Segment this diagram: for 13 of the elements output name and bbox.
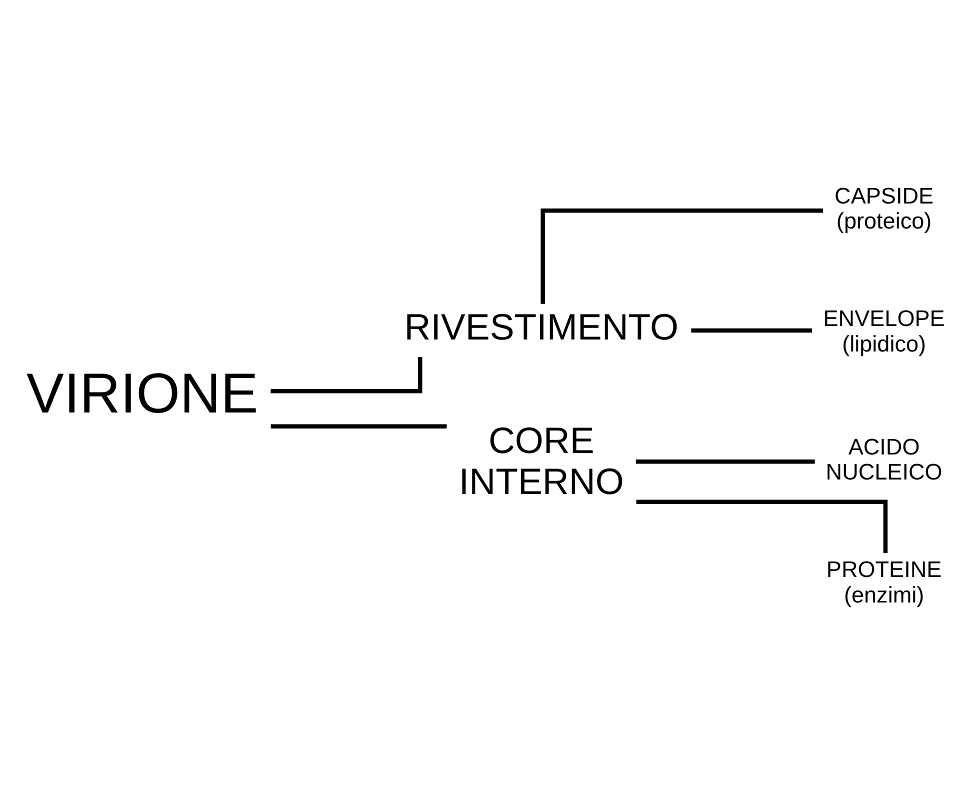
connector xyxy=(540,208,824,304)
node-text: VIRIONE xyxy=(26,360,258,424)
node-text: PROTEINE (enzimi) xyxy=(826,556,942,607)
node-text: ACIDO NUCLEICO xyxy=(826,434,942,484)
node-text: CORE INTERNO xyxy=(458,419,624,502)
node-text: CAPSIDE (proteico) xyxy=(834,182,934,234)
connector xyxy=(270,356,422,393)
connector xyxy=(636,459,815,464)
connector xyxy=(636,499,888,553)
node-text: ENVELOPE (lipidico) xyxy=(823,306,945,356)
node-text: RIVESTIMENTO xyxy=(404,306,679,347)
connector xyxy=(691,328,812,332)
connector xyxy=(270,424,447,428)
